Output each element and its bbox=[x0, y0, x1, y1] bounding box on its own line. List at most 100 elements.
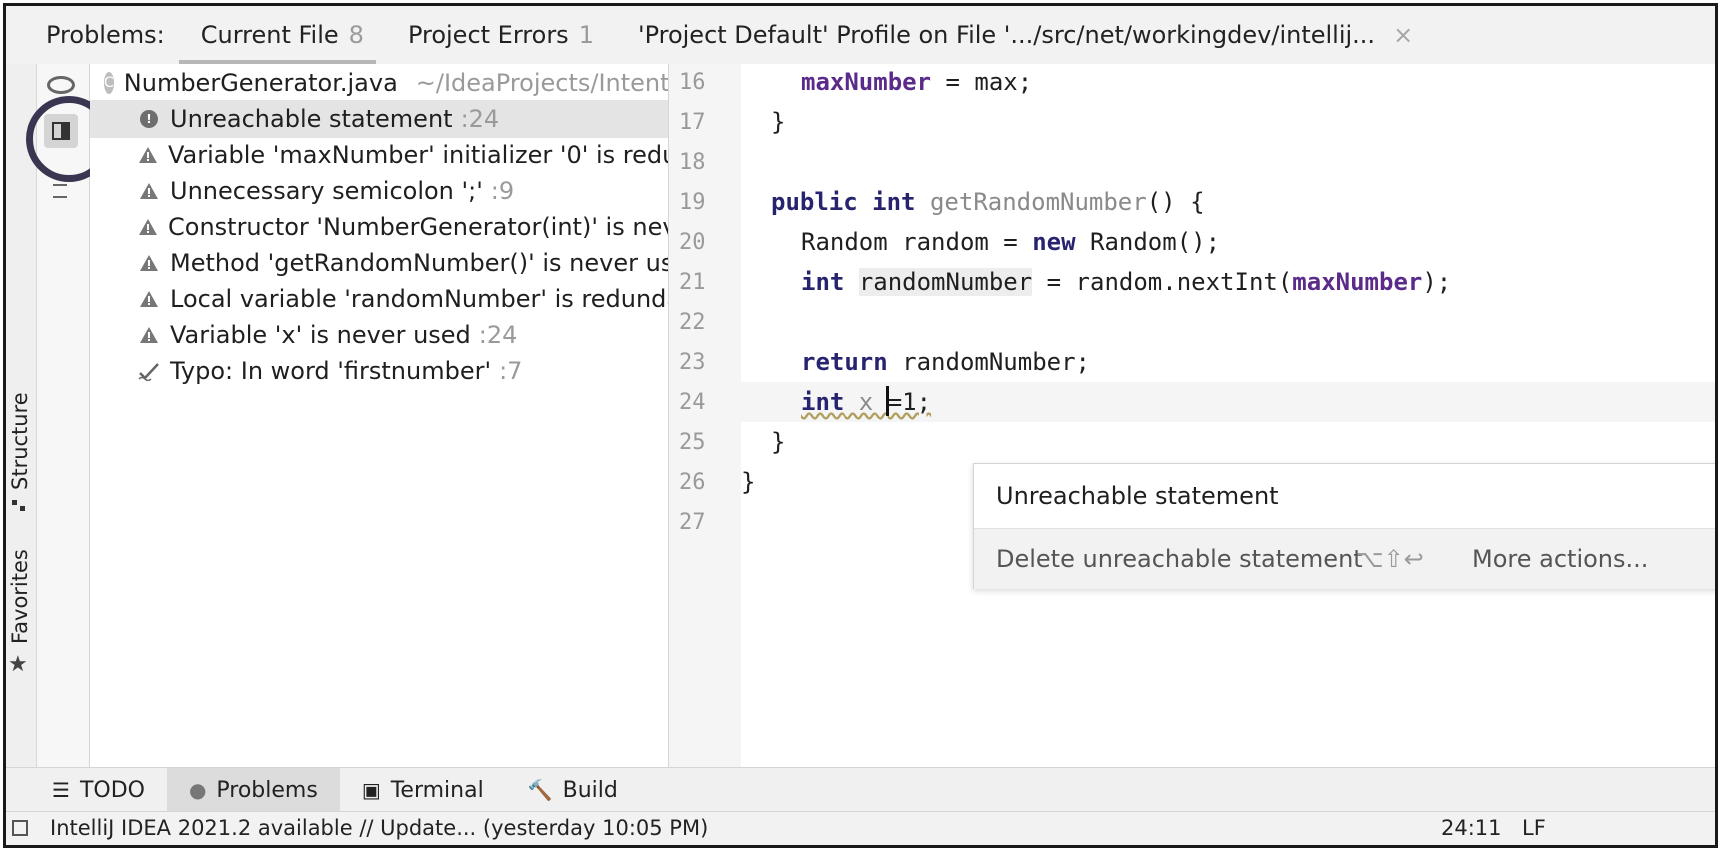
more-actions-link[interactable]: More actions... bbox=[1472, 545, 1649, 573]
code-line: maxNumber = max; bbox=[801, 68, 1032, 96]
build-label: Build bbox=[562, 777, 618, 803]
code-token: maxNumber bbox=[801, 68, 932, 96]
inspection-popup: Unreachable statement Delete unreachable… bbox=[973, 463, 1715, 589]
tab-current-file-count: 8 bbox=[348, 21, 364, 49]
problem-text: Method 'getRandomNumber()' is never used bbox=[170, 249, 668, 277]
code-editor[interactable]: 16 17 18 19 20 21 22 23 24 25 26 27 maxN… bbox=[668, 64, 1715, 767]
structure-label: Structure bbox=[8, 392, 32, 490]
code-token: int bbox=[801, 268, 845, 296]
left-tool-strip: Structure Favorites ★ bbox=[6, 64, 37, 767]
hammer-icon: 🔨 bbox=[527, 778, 553, 802]
warning-icon bbox=[138, 252, 160, 274]
star-icon: ★ bbox=[8, 652, 28, 677]
problem-text: Local variable 'randomNumber' is redunda… bbox=[170, 285, 668, 313]
problem-line: :24 bbox=[478, 321, 518, 349]
problem-text: Typo: In word 'firstnumber' bbox=[170, 357, 492, 385]
tab-profile[interactable]: 'Project Default' Profile on File '.../s… bbox=[638, 6, 1413, 64]
close-icon[interactable]: × bbox=[1393, 21, 1414, 49]
line-number: 26 bbox=[679, 470, 706, 495]
problem-item[interactable]: Variable 'maxNumber' initializer '0' is … bbox=[90, 136, 668, 174]
favorites-tool-button[interactable]: Favorites bbox=[8, 549, 32, 644]
code-token: } bbox=[741, 468, 756, 496]
code-token: new bbox=[1032, 228, 1076, 256]
tab-current-file[interactable]: Current File 8 bbox=[178, 6, 377, 64]
panel-toggle-icon[interactable] bbox=[12, 820, 28, 836]
shortcut-hint: ⌥⇧↩ bbox=[1356, 545, 1424, 573]
problems-label: Problems: bbox=[46, 21, 165, 49]
tab-current-file-label: Current File bbox=[200, 21, 339, 49]
status-message[interactable]: IntelliJ IDEA 2021.2 available // Update… bbox=[50, 816, 709, 840]
line-number: 25 bbox=[679, 430, 706, 455]
code-token: =1; bbox=[887, 388, 932, 416]
code-token: = max; bbox=[931, 68, 1033, 96]
line-number: 24 bbox=[679, 390, 706, 415]
problem-item[interactable]: Unnecessary semicolon ';' :9 bbox=[90, 172, 668, 210]
code-token: return bbox=[801, 348, 888, 376]
line-separator[interactable]: LF bbox=[1522, 816, 1546, 840]
code-line: public int getRandomNumber() { bbox=[771, 188, 1205, 216]
terminal-label: Terminal bbox=[390, 777, 484, 803]
problem-item[interactable]: Typo: In word 'firstnumber' :7 bbox=[90, 352, 668, 390]
code-token: } bbox=[771, 108, 786, 136]
file-node[interactable]: C NumberGenerator.java ~/IdeaProjects/In… bbox=[90, 64, 668, 102]
problem-item[interactable]: Local variable 'randomNumber' is redunda… bbox=[90, 280, 668, 318]
problem-text: Variable 'maxNumber' initializer '0' is … bbox=[168, 141, 668, 169]
problems-tab[interactable]: ● Problems bbox=[166, 768, 340, 812]
warning-icon bbox=[138, 288, 160, 310]
tab-project-errors-count: 1 bbox=[578, 21, 594, 49]
todo-tab[interactable]: ☰ TODO bbox=[30, 768, 167, 812]
warning-icon bbox=[138, 216, 158, 238]
popup-title: Unreachable statement bbox=[996, 482, 1279, 510]
warning-icon bbox=[138, 144, 158, 166]
code-token: Random(); bbox=[1075, 228, 1221, 256]
problem-text: Unreachable statement bbox=[170, 105, 453, 133]
code-line: } bbox=[741, 468, 755, 496]
code-line: } bbox=[771, 108, 785, 136]
problem-item[interactable]: Variable 'x' is never used :24 bbox=[90, 316, 668, 354]
list-icon: ☰ bbox=[52, 778, 70, 802]
current-line-highlight bbox=[741, 382, 1715, 422]
code-token: int bbox=[801, 388, 845, 416]
code-line: int x =1; bbox=[801, 388, 931, 416]
code-token: } bbox=[771, 428, 786, 456]
problem-line: :7 bbox=[499, 357, 523, 385]
line-number: 19 bbox=[679, 190, 706, 215]
code-token: x bbox=[844, 388, 888, 416]
class-icon: C bbox=[104, 72, 114, 94]
structure-tool-button[interactable]: Structure bbox=[8, 392, 32, 490]
problem-line: :9 bbox=[490, 177, 515, 205]
code-token: randomNumber bbox=[858, 268, 1033, 296]
line-number: 22 bbox=[679, 310, 706, 335]
build-tab[interactable]: 🔨 Build bbox=[506, 768, 640, 812]
tab-profile-label: 'Project Default' Profile on File '.../s… bbox=[637, 21, 1376, 49]
structure-icon bbox=[12, 500, 26, 514]
problem-item[interactable]: Method 'getRandomNumber()' is never used bbox=[90, 244, 668, 282]
delete-statement-action[interactable]: Delete unreachable statement bbox=[996, 545, 1363, 573]
code-token: public bbox=[771, 188, 858, 216]
code-line: return randomNumber; bbox=[801, 348, 1090, 376]
file-name: NumberGenerator.java bbox=[123, 69, 398, 97]
problem-line: :24 bbox=[460, 105, 500, 133]
code-line: } bbox=[771, 428, 785, 456]
todo-label: TODO bbox=[79, 777, 145, 803]
text-caret bbox=[886, 386, 889, 416]
problem-item[interactable]: Constructor 'NumberGenerator(int)' is ne… bbox=[90, 208, 668, 246]
code-token: maxNumber bbox=[1292, 268, 1423, 296]
code-token: Random random = bbox=[801, 228, 1033, 256]
popup-actions: Delete unreachable statement ⌥⇧↩ More ac… bbox=[974, 528, 1715, 589]
eye-icon[interactable] bbox=[47, 76, 75, 94]
tab-project-errors[interactable]: Project Errors 1 bbox=[408, 6, 594, 64]
code-line: Random random = new Random(); bbox=[801, 228, 1220, 256]
problem-item[interactable]: ! Unreachable statement :24 bbox=[90, 100, 668, 138]
problem-text: Unnecessary semicolon ';' bbox=[170, 177, 483, 205]
line-number: 16 bbox=[679, 70, 706, 95]
caret-position[interactable]: 24:11 bbox=[1441, 816, 1502, 840]
filter-icon[interactable] bbox=[53, 184, 67, 198]
line-number: 20 bbox=[679, 230, 706, 255]
terminal-tab[interactable]: ▣ Terminal bbox=[340, 768, 506, 812]
line-number: 21 bbox=[679, 270, 706, 295]
ide-window: Problems: Current File 8 Project Errors … bbox=[3, 3, 1718, 848]
line-number: 18 bbox=[679, 150, 706, 175]
code-line: int randomNumber = random.nextInt(maxNum… bbox=[801, 268, 1451, 296]
problems-label: Problems bbox=[216, 777, 318, 803]
